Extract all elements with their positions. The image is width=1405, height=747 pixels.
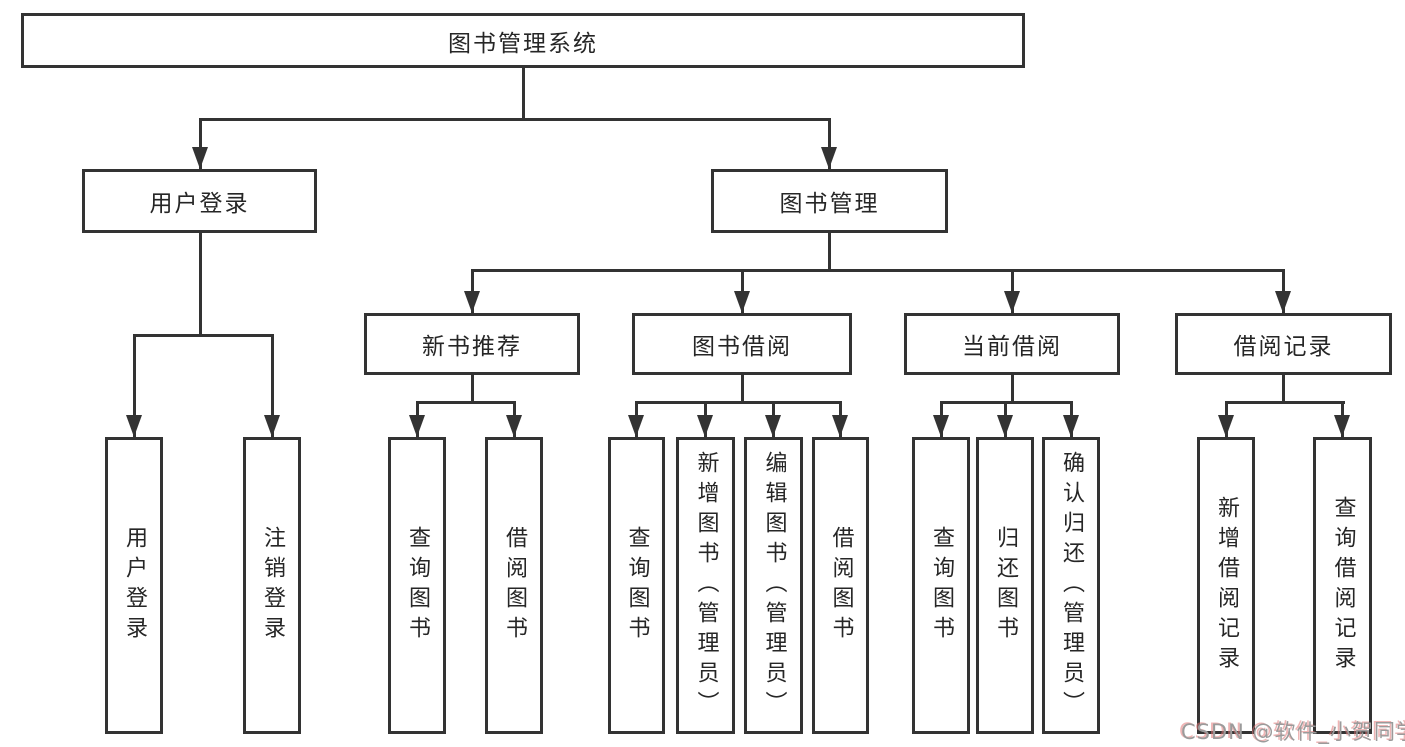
arrowhead-cur-query <box>933 415 949 437</box>
node-borrow-records-label: 借阅记录 <box>1233 334 1334 360</box>
connector-login-bar <box>132 334 274 337</box>
leaf-logout: 注销登录 <box>243 437 301 734</box>
arrowhead-book-management <box>821 147 837 169</box>
node-new-book-recommend-label: 新书推荐 <box>422 334 522 360</box>
arrowhead-recd-add <box>1218 415 1234 437</box>
connector-to-user-login <box>198 118 202 169</box>
arrowhead-records <box>1275 291 1291 313</box>
leaf-current-return-books-label: 归还图书 <box>993 525 1018 646</box>
connector-to-book-management <box>827 118 831 169</box>
node-user-login-label: 用户登录 <box>149 191 250 217</box>
node-current-borrow: 当前借阅 <box>904 313 1120 375</box>
node-user-login: 用户登录 <box>82 169 317 233</box>
leaf-recommend-borrow-books-label: 借阅图书 <box>502 525 527 646</box>
connector-login-stem <box>198 233 202 336</box>
node-root: 图书管理系统 <box>21 13 1025 68</box>
arrowhead-user-login <box>192 147 208 169</box>
node-book-borrow: 图书借阅 <box>632 313 852 375</box>
connector-recommend-stem <box>470 375 474 403</box>
node-new-book-recommend: 新书推荐 <box>364 313 580 375</box>
leaf-current-query-books: 查询图书 <box>912 437 970 734</box>
leaf-user-login: 用户登录 <box>105 437 163 734</box>
leaf-query-borrow-record: 查询借阅记录 <box>1313 437 1372 734</box>
arrowhead-cur-return <box>997 415 1013 437</box>
arrowhead-cur-confirm <box>1063 415 1079 437</box>
arrowhead-leaf-logout <box>264 415 280 437</box>
node-book-management: 图书管理 <box>711 169 948 233</box>
leaf-borrow-borrow-books-label: 借阅图书 <box>828 525 854 646</box>
leaf-borrow-add-books-admin-label: 新增图书（管理员） <box>693 450 719 721</box>
leaf-borrow-borrow-books: 借阅图书 <box>812 437 869 734</box>
arrowhead-rec-borrow <box>506 415 522 437</box>
connector-book-mgmt-stem <box>827 233 831 271</box>
connector-current-stem <box>1010 375 1014 403</box>
connector-records-stem <box>1282 375 1285 403</box>
leaf-recommend-borrow-books: 借阅图书 <box>485 437 543 734</box>
leaf-recommend-query-books-label: 查询图书 <box>405 525 430 646</box>
leaf-borrow-edit-books-admin: 编辑图书（管理员） <box>744 437 803 734</box>
connector-to-leaf-user-login <box>132 334 136 437</box>
connector-root-stem <box>521 68 525 120</box>
leaf-borrow-edit-books-admin-label: 编辑图书（管理员） <box>761 450 787 721</box>
leaf-add-borrow-record: 新增借阅记录 <box>1197 437 1255 734</box>
leaf-recommend-query-books: 查询图书 <box>388 437 446 734</box>
arrowhead-current <box>1004 291 1020 313</box>
arrowhead-leaf-user-login <box>126 415 142 437</box>
connector-root-bar <box>198 118 831 121</box>
connector-recommend-bar <box>415 401 516 404</box>
leaf-current-confirm-return-admin: 确认归还（管理员） <box>1042 437 1100 734</box>
connector-records-bar <box>1224 401 1345 404</box>
arrowhead-bor-borrow <box>832 415 848 437</box>
arrowhead-bor-add <box>697 415 713 437</box>
leaf-current-confirm-return-admin-label: 确认归还（管理员） <box>1059 450 1084 721</box>
node-book-management-label: 图书管理 <box>779 191 880 217</box>
node-borrow-records: 借阅记录 <box>1175 313 1392 375</box>
node-root-label: 图书管理系统 <box>448 30 598 57</box>
leaf-logout-label: 注销登录 <box>260 525 285 646</box>
leaf-current-query-books-label: 查询图书 <box>929 525 954 646</box>
leaf-borrow-add-books-admin: 新增图书（管理员） <box>676 437 735 734</box>
arrowhead-borrow <box>734 291 750 313</box>
arrowhead-rec-query <box>409 415 425 437</box>
leaf-current-return-books: 归还图书 <box>976 437 1034 734</box>
leaf-user-login-label: 用户登录 <box>122 525 147 646</box>
csdn-watermark: CSDN @软件_小贺同学 <box>1181 720 1405 744</box>
arrowhead-recommend <box>464 291 480 313</box>
node-book-borrow-label: 图书借阅 <box>692 334 792 360</box>
connector-to-leaf-logout <box>270 334 274 437</box>
connector-book-mgmt-bar <box>470 269 1285 272</box>
leaf-borrow-query-books-label: 查询图书 <box>624 525 650 646</box>
leaf-borrow-query-books: 查询图书 <box>608 437 665 734</box>
connector-borrow-stem <box>740 375 744 403</box>
arrowhead-recd-query <box>1334 415 1350 437</box>
connector-borrow-bar <box>635 401 842 404</box>
arrowhead-bor-edit <box>765 415 781 437</box>
leaf-query-borrow-record-label: 查询借阅记录 <box>1330 495 1356 676</box>
leaf-add-borrow-record-label: 新增借阅记录 <box>1214 495 1239 676</box>
node-current-borrow-label: 当前借阅 <box>962 334 1062 360</box>
arrowhead-bor-query <box>628 415 644 437</box>
